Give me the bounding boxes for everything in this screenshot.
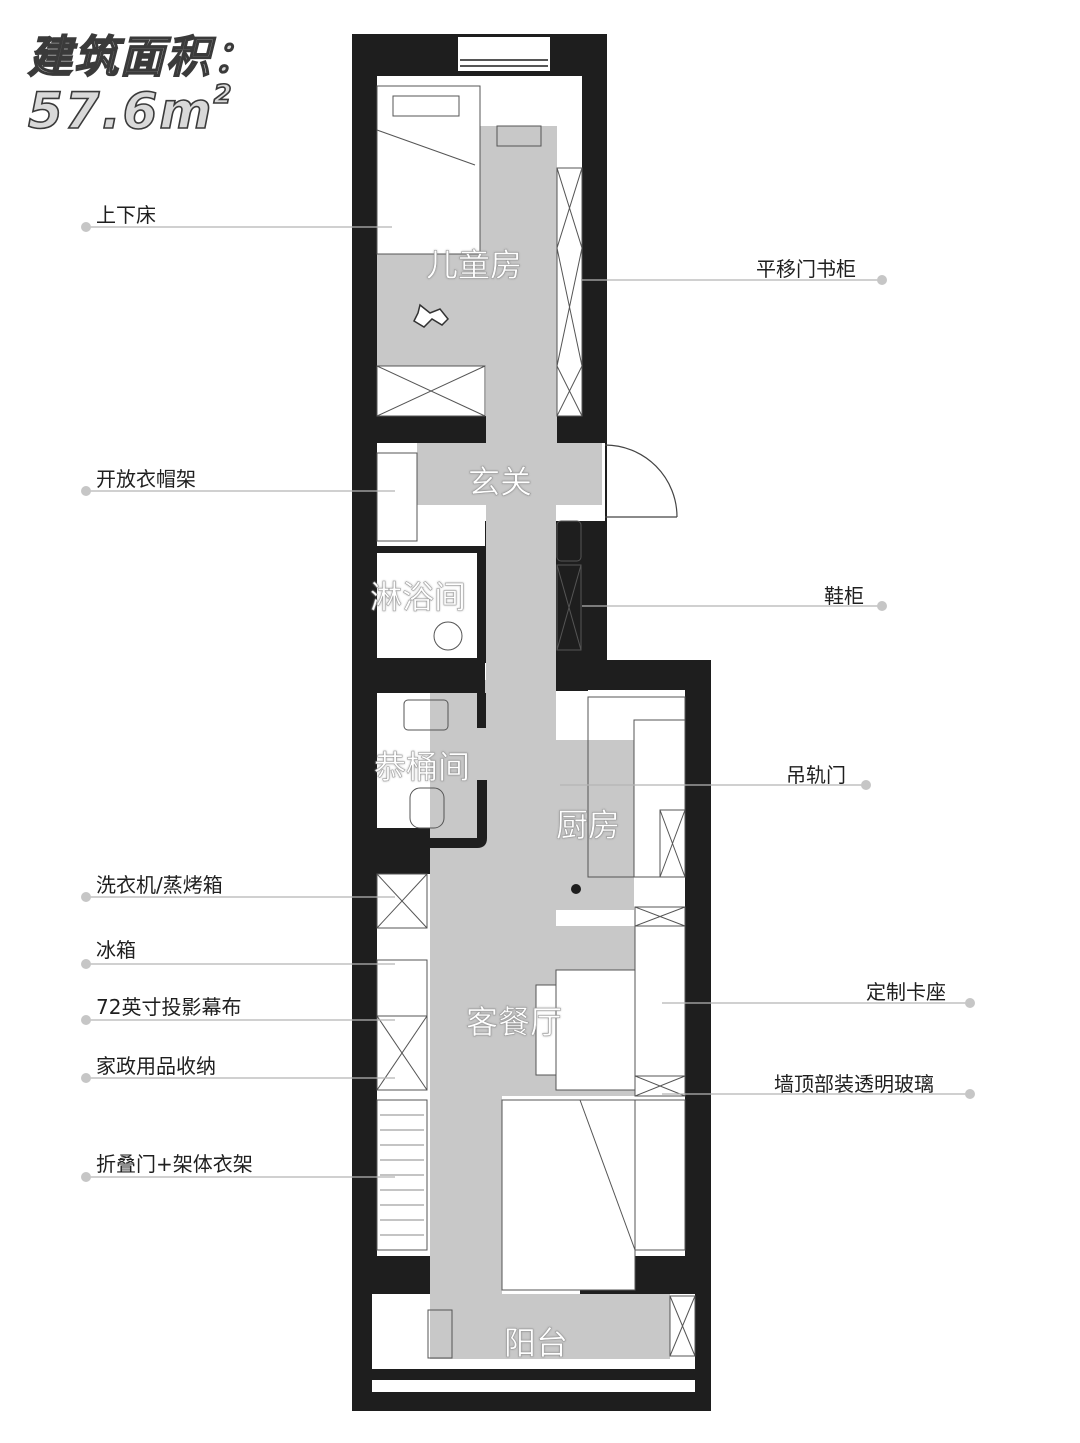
label-custom-booth: 定制卡座 — [866, 980, 946, 1004]
kids-desk — [496, 125, 542, 147]
floor-drain-shower — [433, 621, 463, 651]
room-kitchen: 厨房 — [556, 806, 621, 845]
balcony-glass — [372, 1380, 695, 1392]
closet-interior — [377, 521, 485, 546]
room-balcony: 阳台 — [504, 1324, 569, 1363]
shower-interior — [377, 553, 477, 658]
area-value-wrap: 57.6m2 — [27, 81, 328, 137]
label-projector-screen: 72英寸投影幕布 — [96, 995, 242, 1019]
label-shoe-cabinet: 鞋柜 — [824, 584, 864, 608]
folding-wardrobe — [376, 1099, 428, 1251]
kids-floor-door — [486, 366, 557, 444]
label-folding-door-rack: 折叠门+架体衣架 — [96, 1152, 253, 1176]
balcony-floor — [430, 1294, 670, 1359]
area-unit-sup: 2 — [213, 80, 234, 110]
room-toilet: 恭桶间 — [374, 748, 471, 787]
leader-dots — [81, 222, 975, 1182]
room-entrance: 玄关 — [468, 463, 533, 502]
building-area-title: 建筑面积： 57.6m2 — [27, 32, 328, 137]
dining-table — [555, 969, 636, 1091]
area-value: 57.6m — [27, 82, 214, 140]
balcony-cabinet — [669, 1295, 696, 1357]
kids-floor-aisle — [480, 126, 557, 256]
washer-column — [376, 873, 428, 929]
double-bed — [501, 1099, 636, 1291]
room-shower: 淋浴间 — [370, 578, 467, 617]
label-sliding-bookcase: 平移门书柜 — [756, 257, 856, 281]
label-hanging-door: 吊轨门 — [786, 763, 846, 787]
bed-aisle-floor — [430, 1096, 502, 1296]
room-living-dining: 客餐厅 — [466, 1003, 563, 1042]
wash-basin — [403, 699, 449, 731]
label-glass-top-wall: 墙顶部装透明玻璃 — [774, 1072, 934, 1096]
kitchen-drain — [571, 884, 581, 894]
leader-lines — [86, 226, 970, 1178]
shoe-cabinet — [556, 564, 582, 651]
sliding-bookcase — [556, 167, 583, 417]
label-open-coat-rack: 开放衣帽架 — [96, 467, 196, 491]
coat-rack — [376, 452, 418, 542]
area-label: 建筑面积： — [27, 32, 258, 83]
toy-icon — [413, 303, 450, 328]
kids-floor — [377, 254, 557, 366]
toilet-bowl — [409, 787, 445, 829]
wardrobe-slats — [380, 1114, 424, 1236]
hall-floor — [430, 680, 556, 930]
label-household-storage: 家政用品收纳 — [96, 1054, 216, 1078]
label-fridge: 冰箱 — [96, 938, 136, 962]
furniture — [376, 85, 696, 1359]
storage-cabinet — [376, 1015, 428, 1091]
label-bunk-bed: 上下床 — [96, 203, 156, 227]
corridor-floor — [486, 500, 556, 680]
kids-cabinet-low — [376, 365, 486, 417]
room-kids: 儿童房 — [426, 246, 523, 285]
gray-floor — [377, 126, 670, 1359]
entrance-floor — [417, 443, 602, 505]
bunk-bed — [376, 85, 481, 255]
label-washer-oven: 洗衣机/蒸烤箱 — [96, 873, 223, 897]
kitchen-floor — [556, 740, 634, 910]
entrance-door — [604, 444, 678, 518]
